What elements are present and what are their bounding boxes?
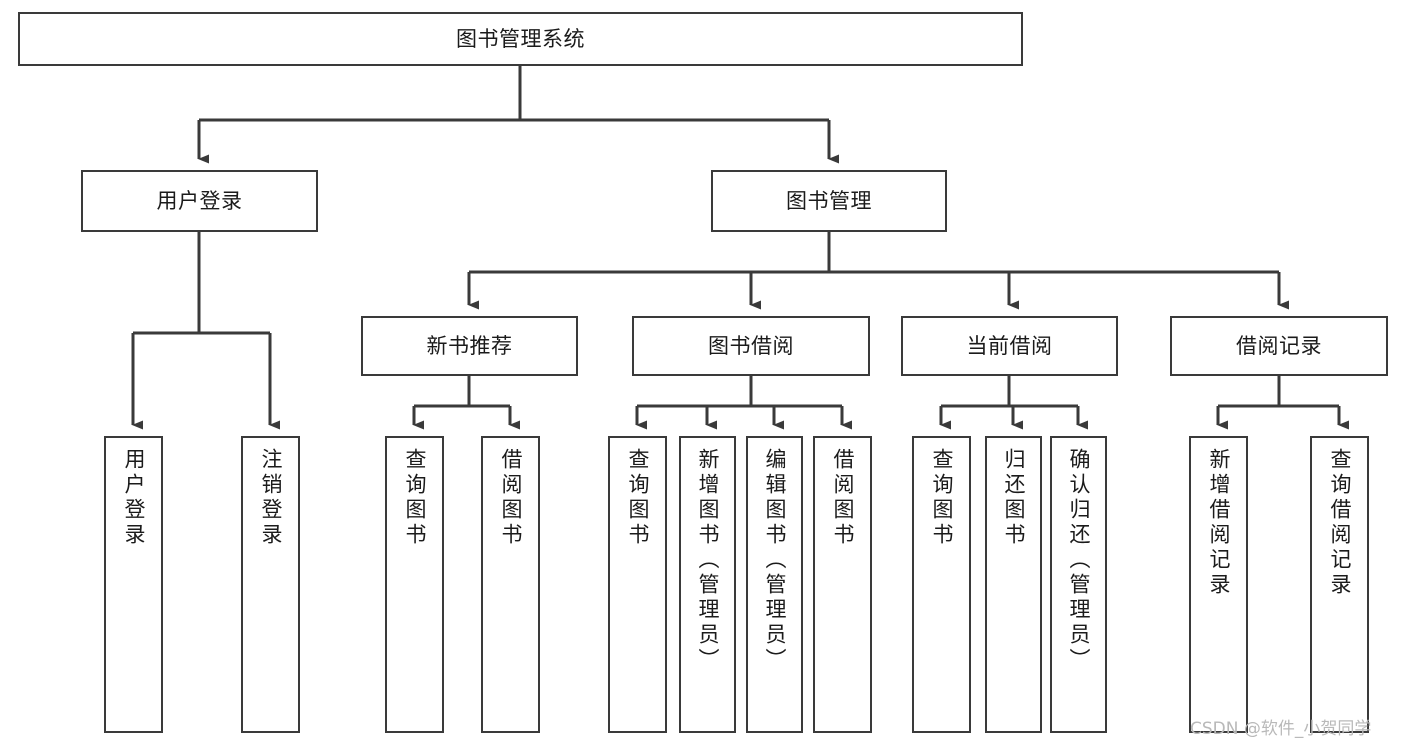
node-leaf-query-book-rec-label: 查询图书 [403,448,427,548]
node-leaf-add-borrow-record-label: 新增借阅记录 [1207,448,1231,598]
node-leaf-query-book-current-label: 查询图书 [930,448,954,548]
node-current-borrow[interactable]: 当前借阅 [901,316,1118,376]
csdn-watermark: CSDN @软件_小贺同学 [1190,719,1372,739]
node-new-book-rec[interactable]: 新书推荐 [361,316,578,376]
node-new-book-rec-label: 新书推荐 [426,333,513,358]
node-leaf-query-book-current[interactable]: 查询图书 [912,436,971,733]
node-leaf-borrow-book-rec-label: 借阅图书 [499,448,523,548]
node-leaf-borrow-book-rec[interactable]: 借阅图书 [481,436,540,733]
node-user-login[interactable]: 用户登录 [81,170,318,232]
node-leaf-query-book-borrow-label: 查询图书 [626,448,650,548]
node-leaf-confirm-return-admin[interactable]: 确认归还（管理员） [1050,436,1107,733]
node-leaf-add-book-admin-label: 新增图书（管理员） [696,448,720,673]
node-book-manage[interactable]: 图书管理 [711,170,947,232]
node-root[interactable]: 图书管理系统 [18,12,1023,66]
node-leaf-add-borrow-record[interactable]: 新增借阅记录 [1189,436,1248,733]
node-book-manage-label: 图书管理 [786,188,872,213]
node-book-borrow-label: 图书借阅 [708,333,794,358]
node-leaf-query-borrow-record[interactable]: 查询借阅记录 [1310,436,1369,733]
node-leaf-borrow-book[interactable]: 借阅图书 [813,436,872,733]
node-leaf-user-login-label: 用户登录 [122,448,146,548]
node-leaf-query-book-borrow[interactable]: 查询图书 [608,436,667,733]
node-leaf-return-book-label: 归还图书 [1002,448,1026,548]
node-book-borrow[interactable]: 图书借阅 [632,316,870,376]
node-leaf-query-book-rec[interactable]: 查询图书 [385,436,444,733]
node-leaf-query-borrow-record-label: 查询借阅记录 [1328,448,1352,598]
node-leaf-return-book[interactable]: 归还图书 [985,436,1042,733]
node-borrow-record[interactable]: 借阅记录 [1170,316,1388,376]
node-leaf-user-logout[interactable]: 注销登录 [241,436,300,733]
node-leaf-user-logout-label: 注销登录 [259,448,283,548]
node-leaf-user-login[interactable]: 用户登录 [104,436,163,733]
node-leaf-edit-book-admin-label: 编辑图书（管理员） [763,448,787,673]
node-current-borrow-label: 当前借阅 [966,333,1053,358]
node-borrow-record-label: 借阅记录 [1236,333,1322,358]
node-leaf-confirm-return-admin-label: 确认归还（管理员） [1067,448,1091,673]
node-user-login-label: 用户登录 [156,188,243,213]
node-root-label: 图书管理系统 [456,26,585,51]
node-leaf-add-book-admin[interactable]: 新增图书（管理员） [679,436,736,733]
node-leaf-edit-book-admin[interactable]: 编辑图书（管理员） [746,436,803,733]
node-leaf-borrow-book-label: 借阅图书 [831,448,855,548]
